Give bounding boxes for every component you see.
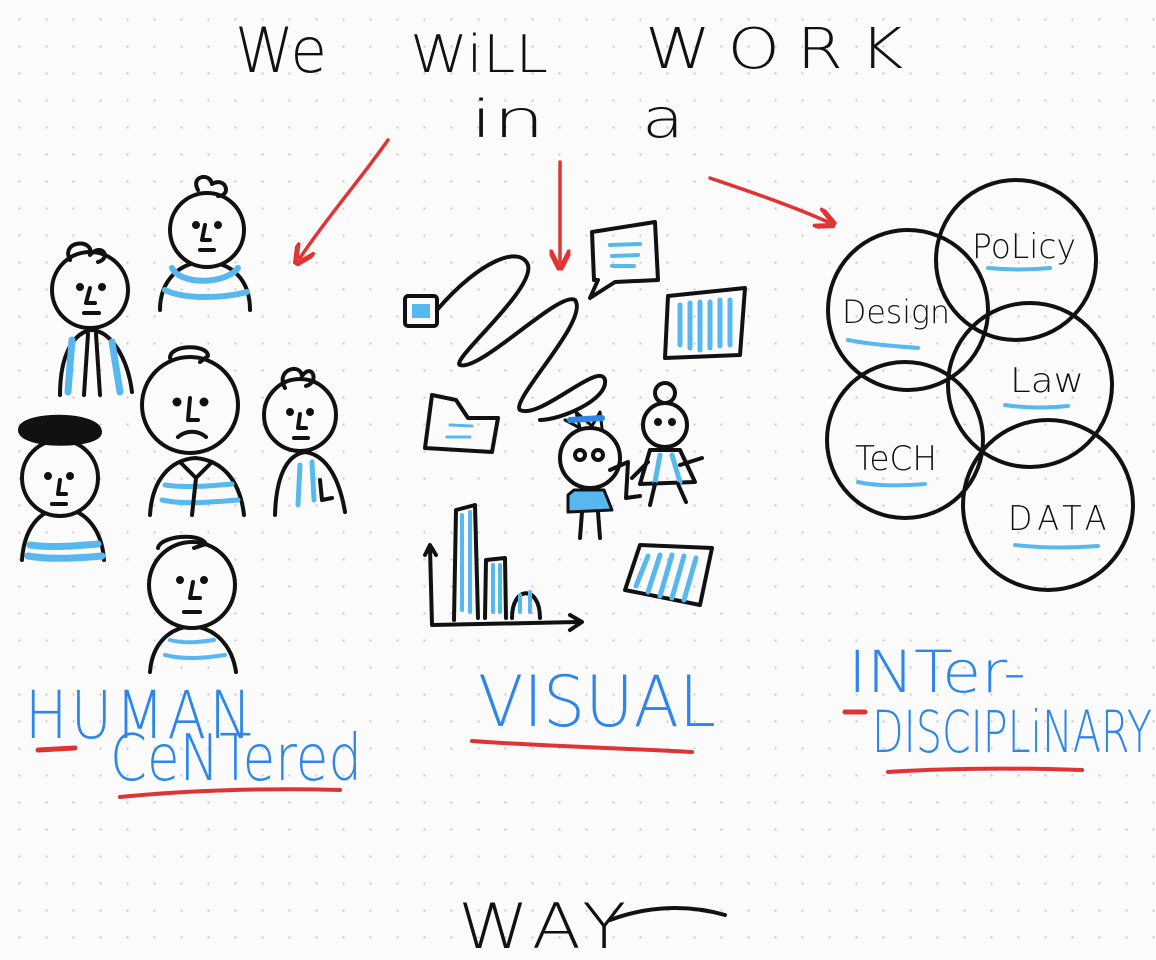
inter-line2: DISCIPLiNARY: [872, 698, 1152, 766]
law-label: Law: [1010, 361, 1084, 401]
visual-label: VISUAL: [478, 661, 716, 743]
policy-label: PoLicy: [972, 227, 1076, 267]
people-group: [18, 174, 347, 674]
kid-figure-icon: [558, 410, 642, 540]
person-icon: [140, 345, 246, 517]
header-in: in: [470, 90, 545, 150]
header-work: WORK: [645, 17, 920, 82]
inter-underline: [886, 766, 1084, 774]
human-dash: [35, 745, 78, 753]
policy-circle: [934, 178, 1098, 342]
image-card-icon: [663, 286, 747, 360]
venn-underlines: [846, 266, 1100, 550]
speech-bubble-icon: [588, 220, 660, 300]
tech-circle: [825, 360, 985, 520]
human-underline: [118, 787, 342, 799]
law-circle: [946, 301, 1114, 469]
header-will: WiLL: [410, 25, 548, 85]
kid-figure-icon: [630, 381, 704, 507]
venn-labels: PoLicy Design Law TeCH DATA: [842, 227, 1112, 539]
arrow-to-human: [300, 138, 390, 258]
arrow-to-inter: [708, 176, 828, 222]
human-line1: HUMAN: [25, 677, 255, 754]
human-centered-label: HUMAN CeNTered: [25, 677, 362, 796]
data-label: DATA: [1008, 499, 1112, 539]
data-circle: [961, 418, 1135, 592]
arrows: [300, 138, 828, 262]
person-icon: [158, 174, 252, 312]
venn-diagram: [825, 178, 1135, 592]
design-label: Design: [842, 293, 950, 331]
visual-underline: [470, 739, 694, 754]
inter-line1: INTer-: [848, 638, 1026, 706]
person-icon: [50, 241, 134, 397]
inter-label: INTer- DISCIPLiNARY: [848, 638, 1152, 766]
tech-label: TeCH: [855, 439, 937, 479]
envelope-icon: [423, 393, 500, 454]
scribble-path: [435, 254, 607, 422]
person-icon: [18, 414, 106, 562]
bar-chart-icon: [423, 503, 584, 632]
header-a: a: [642, 87, 684, 150]
visual-doodles: [403, 220, 747, 632]
image-card-icon: [623, 543, 714, 607]
person-icon: [262, 366, 347, 517]
person-icon: [147, 534, 238, 674]
design-circle: [826, 228, 990, 392]
header: We WiLL WORK in a: [235, 14, 920, 150]
footer-swash: [608, 906, 727, 922]
footer-way: WAY: [458, 890, 633, 960]
header-we: We: [235, 14, 327, 87]
human-line2: CeNTered: [110, 722, 362, 796]
